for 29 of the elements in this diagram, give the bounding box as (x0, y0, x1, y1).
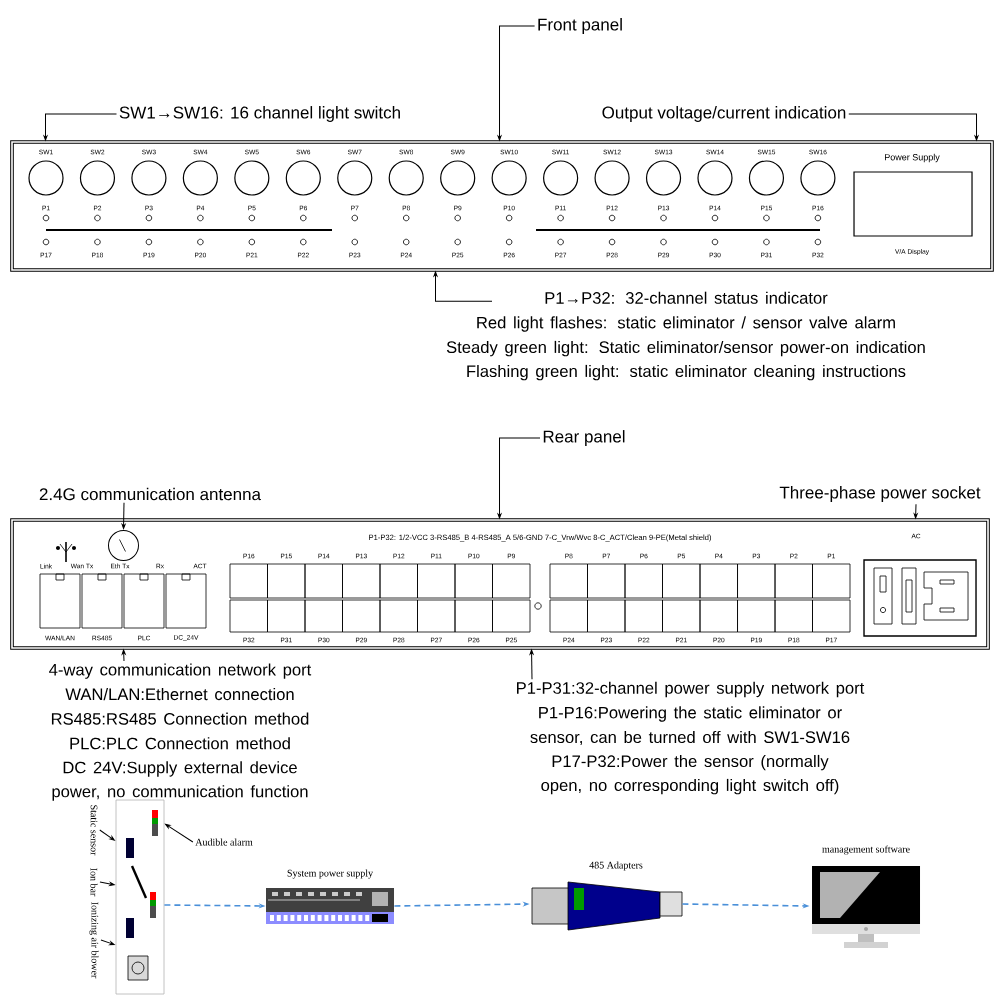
monitor-drawing (812, 866, 920, 948)
arrow (913, 503, 918, 519)
arrow (99, 829, 115, 841)
arrow (433, 271, 493, 302)
callout-text: 4-way communication network port WAN/LAN:Ethernet connection RS485:RS485 Connection method PLC:PLC Connection method DC 24V:Supply external device power, no communication function (49, 663, 312, 801)
callout-text: P1-P31:32-channel power supply network port P1-P16:Powering the static eliminator or sensor, can be turned off with SW1-SW16 P17-P32:Power the sensor (normally open, no corresponding light switch off) (517, 681, 865, 795)
callout-text: Front panel (538, 18, 622, 34)
rear-panel (10, 518, 990, 650)
arrow (497, 437, 541, 519)
callout-text: P1→P32: 32-channel status indicator Red light flashes: static eliminator / sensor valve alarm Steady green light: Static eliminator/sensor power-on indication Flashing green light: static eliminator cleaning instructions (446, 291, 925, 381)
arrow (100, 939, 115, 946)
adapter-drawing (531, 881, 683, 931)
arrow (99, 881, 115, 886)
arrow (848, 113, 979, 141)
arrow (121, 502, 126, 529)
arrow (529, 649, 534, 680)
arrow (497, 25, 536, 141)
callout-text: Output voltage/current indication (602, 106, 846, 122)
front-panel (10, 140, 994, 272)
callout-text: Rear panel (543, 430, 625, 446)
antenna-port (108, 530, 139, 561)
callout-text: 2.4G communication antenna (39, 487, 261, 501)
power-supply-drawing (266, 888, 394, 924)
arrow (121, 649, 126, 662)
callout-text: SW1→SW16: 16 channel light switch (119, 106, 400, 122)
devices-drawing (115, 799, 165, 995)
arrow (165, 823, 194, 843)
callout-text: Three-phase power socket (779, 486, 981, 502)
arrow (43, 113, 117, 141)
